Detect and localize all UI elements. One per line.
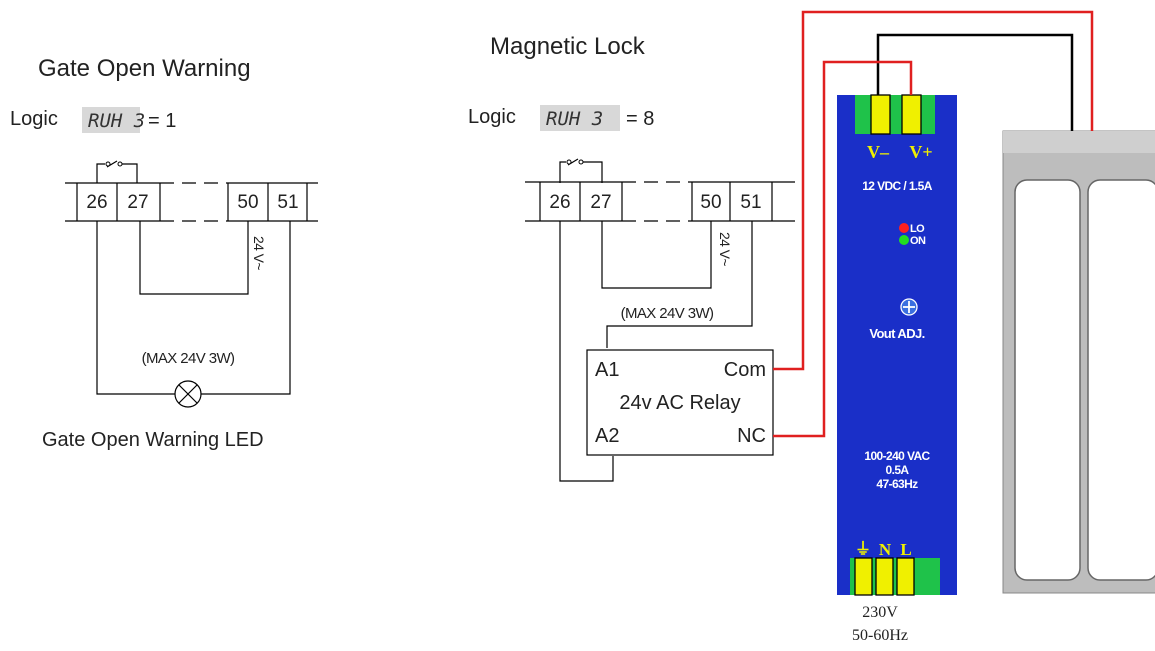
- psu-earth-terminal: [854, 557, 873, 596]
- left-wire-lamp-to-51: [201, 221, 291, 395]
- relay-a1-label: A1: [595, 359, 619, 381]
- right-wire-27-to-50: [601, 221, 712, 289]
- psu-body: [837, 95, 957, 595]
- psu-lo-led: [899, 223, 909, 233]
- left-terminal-strip: [65, 182, 318, 222]
- psu-vminus-label: V–: [867, 142, 890, 162]
- psu-top-terminal-block: [855, 95, 935, 134]
- psu-output-label: 12 VDC / 1.5A: [862, 179, 933, 193]
- left-terminal-26: 26: [86, 192, 107, 213]
- relay-box: [586, 349, 774, 456]
- right-wire-51-to-a1: [606, 221, 753, 348]
- maglock-armature-left: [1014, 179, 1081, 581]
- psu-on-led: [899, 235, 909, 245]
- left-caption: Gate Open Warning LED: [42, 429, 264, 451]
- left-logic-code-box: [82, 107, 140, 133]
- right-logic-code-box: [540, 105, 620, 131]
- relay-a2-label: A2: [595, 425, 619, 447]
- psu-vminus-terminal: [870, 94, 891, 135]
- psu-input-voltage: 100-240 VAC: [864, 449, 930, 463]
- magnetic-lock-device: [1002, 130, 1155, 594]
- warning-lamp-symbol: [174, 380, 202, 408]
- right-logic-value: = 8: [626, 108, 654, 130]
- left-wire-27-to-50: [139, 221, 249, 295]
- right-rating-label: (MAX 24V 3W): [621, 305, 714, 322]
- left-rating-label: (MAX 24V 3W): [142, 350, 235, 367]
- left-terminal-51: 51: [277, 192, 298, 213]
- mains-voltage-label: 230V: [862, 604, 898, 621]
- gate-open-warning-circuit: Gate Open Warning Logic RUH 3 = 1 26 27 …: [10, 55, 318, 451]
- right-voltage-label: 24 V~: [717, 232, 733, 266]
- left-logic-label: Logic: [10, 108, 58, 130]
- left-terminal-27: 27: [127, 192, 148, 213]
- psu-neutral-terminal: [875, 557, 894, 596]
- right-contact-pin: [566, 159, 572, 165]
- left-contact-pin: [117, 161, 123, 167]
- mains-frequency-label: 50-60Hz: [852, 627, 908, 644]
- relay-nc-label: NC: [737, 425, 766, 447]
- left-voltage-label: 24 V~: [251, 236, 267, 270]
- psu-earth-label: ⏚: [855, 540, 871, 558]
- red-wire-nc-to-vplus: [773, 60, 913, 438]
- left-logic-code: RUH 3: [88, 110, 145, 132]
- psu-adjust-label: Vout ADJ.: [869, 326, 924, 341]
- maglock-top-band: [1003, 131, 1155, 153]
- left-contact-symbol: [96, 160, 138, 183]
- left-logic-value: = 1: [148, 110, 176, 132]
- right-terminal-51: 51: [740, 192, 761, 213]
- right-logic-code: RUH 3: [546, 108, 603, 130]
- psu-neutral-label: N: [879, 540, 892, 559]
- right-contact-pin: [578, 159, 584, 165]
- power-supply-unit: V– V+ 12 VDC / 1.5A LO ON Vout ADJ. 100-…: [837, 94, 957, 644]
- right-wire-26-to-a2: [559, 221, 614, 482]
- psu-input-frequency: 47-63Hz: [876, 477, 918, 491]
- left-title: Gate Open Warning: [38, 55, 251, 82]
- connection-wires: [773, 10, 1094, 438]
- right-terminal-26: 26: [549, 192, 570, 213]
- right-terminal-50: 50: [700, 192, 721, 213]
- psu-lo-label: LO: [910, 223, 925, 235]
- relay-com-label: Com: [724, 359, 766, 381]
- red-wire-com-to-lock: [773, 10, 1094, 371]
- maglock-armature-right: [1087, 179, 1155, 581]
- right-title: Magnetic Lock: [490, 33, 646, 60]
- relay-name-label: 24v AC Relay: [619, 392, 740, 414]
- psu-input-current: 0.5A: [886, 463, 910, 477]
- psu-live-label: L: [900, 540, 911, 559]
- psu-vplus-label: V+: [909, 142, 932, 162]
- psu-live-terminal: [896, 557, 915, 596]
- psu-vplus-terminal: [901, 94, 922, 135]
- right-terminal-27: 27: [590, 192, 611, 213]
- left-contact-pin: [105, 161, 111, 167]
- right-logic-label: Logic: [468, 106, 516, 128]
- black-wire-vminus-to-lock: [876, 33, 1074, 131]
- left-terminal-50: 50: [237, 192, 258, 213]
- left-wire-26-to-lamp: [96, 221, 175, 395]
- psu-on-label: ON: [910, 235, 926, 247]
- magnetic-lock-circuit: Magnetic Lock Logic RUH 3 = 8 26 27 50 5…: [468, 33, 795, 482]
- right-terminal-strip: [525, 181, 795, 222]
